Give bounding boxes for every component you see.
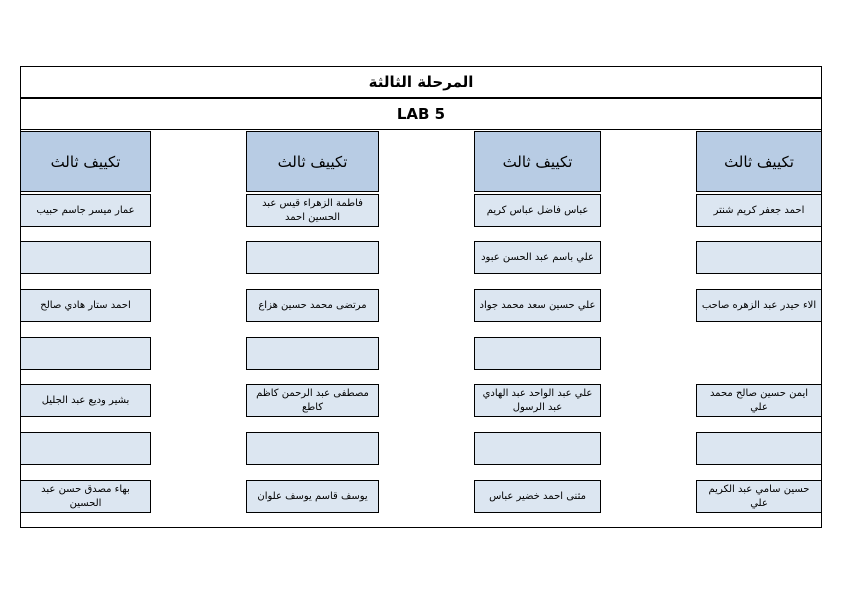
student-name-cell: علي حسين سعد محمد جواد [474,289,601,322]
student-name-cell: مصطفى عبد الرحمن كاظم كاطع [246,384,379,417]
student-name-cell: عباس فاضل عباس كريم [474,194,601,227]
student-name-cell: بشير وديع عبد الجليل [20,384,151,417]
student-name-cell: مثنى احمد خضير عباس [474,480,601,513]
student-name-cell: مرتضى محمد حسين هزاع [246,289,379,322]
empty-cell [696,432,822,465]
empty-cell [474,432,601,465]
group-header: تكييف ثالث [20,131,151,192]
student-name-cell: علي باسم عبد الحسن عبود [474,241,601,274]
group-header: تكييف ثالث [474,131,601,192]
student-name-cell: احمد ستار هادي صالح [20,289,151,322]
empty-cell [246,241,379,274]
group-header: تكييف ثالث [246,131,379,192]
page-title: المرحلة الثالثة [20,66,822,98]
student-name-cell: حسين سامي عبد الكريم علي [696,480,822,513]
empty-cell [20,241,151,274]
empty-cell [20,432,151,465]
student-name-cell: علي عبد الواحد عبد الهادي عبد الرسول [474,384,601,417]
empty-cell [696,241,822,274]
empty-cell [20,337,151,370]
student-name-cell: عمار ميسر جاسم حبيب [20,194,151,227]
empty-cell [474,337,601,370]
student-name-cell: ايمن حسين صالح محمد علي [696,384,822,417]
empty-cell [246,337,379,370]
student-name-cell: يوسف قاسم يوسف علوان [246,480,379,513]
lab-title: LAB 5 [20,98,822,130]
student-name-cell: بهاء مصدق حسن عبد الحسين [20,480,151,513]
group-header: تكييف ثالث [696,131,822,192]
empty-cell [246,432,379,465]
student-name-cell: فاطمة الزهراء قيس عبد الحسين احمد [246,194,379,227]
student-name-cell: احمد جعفر كريم شنتر [696,194,822,227]
student-name-cell: الاء حيدر عبد الزهره صاحب [696,289,822,322]
